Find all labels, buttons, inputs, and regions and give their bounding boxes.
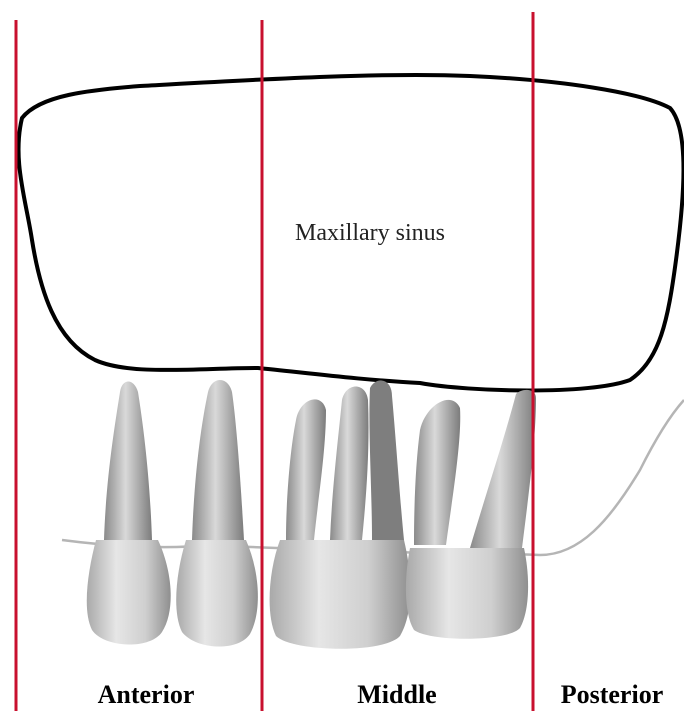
second-molar-tooth — [406, 390, 536, 639]
first-premolar-tooth — [87, 382, 171, 645]
region-label-anterior: Anterior — [98, 680, 195, 709]
first-molar-tooth — [270, 380, 411, 648]
second-premolar-tooth — [176, 380, 258, 647]
sinus-label: Maxillary sinus — [295, 220, 445, 246]
region-label-middle: Middle — [357, 680, 436, 709]
region-label-posterior: Posterior — [561, 680, 664, 709]
